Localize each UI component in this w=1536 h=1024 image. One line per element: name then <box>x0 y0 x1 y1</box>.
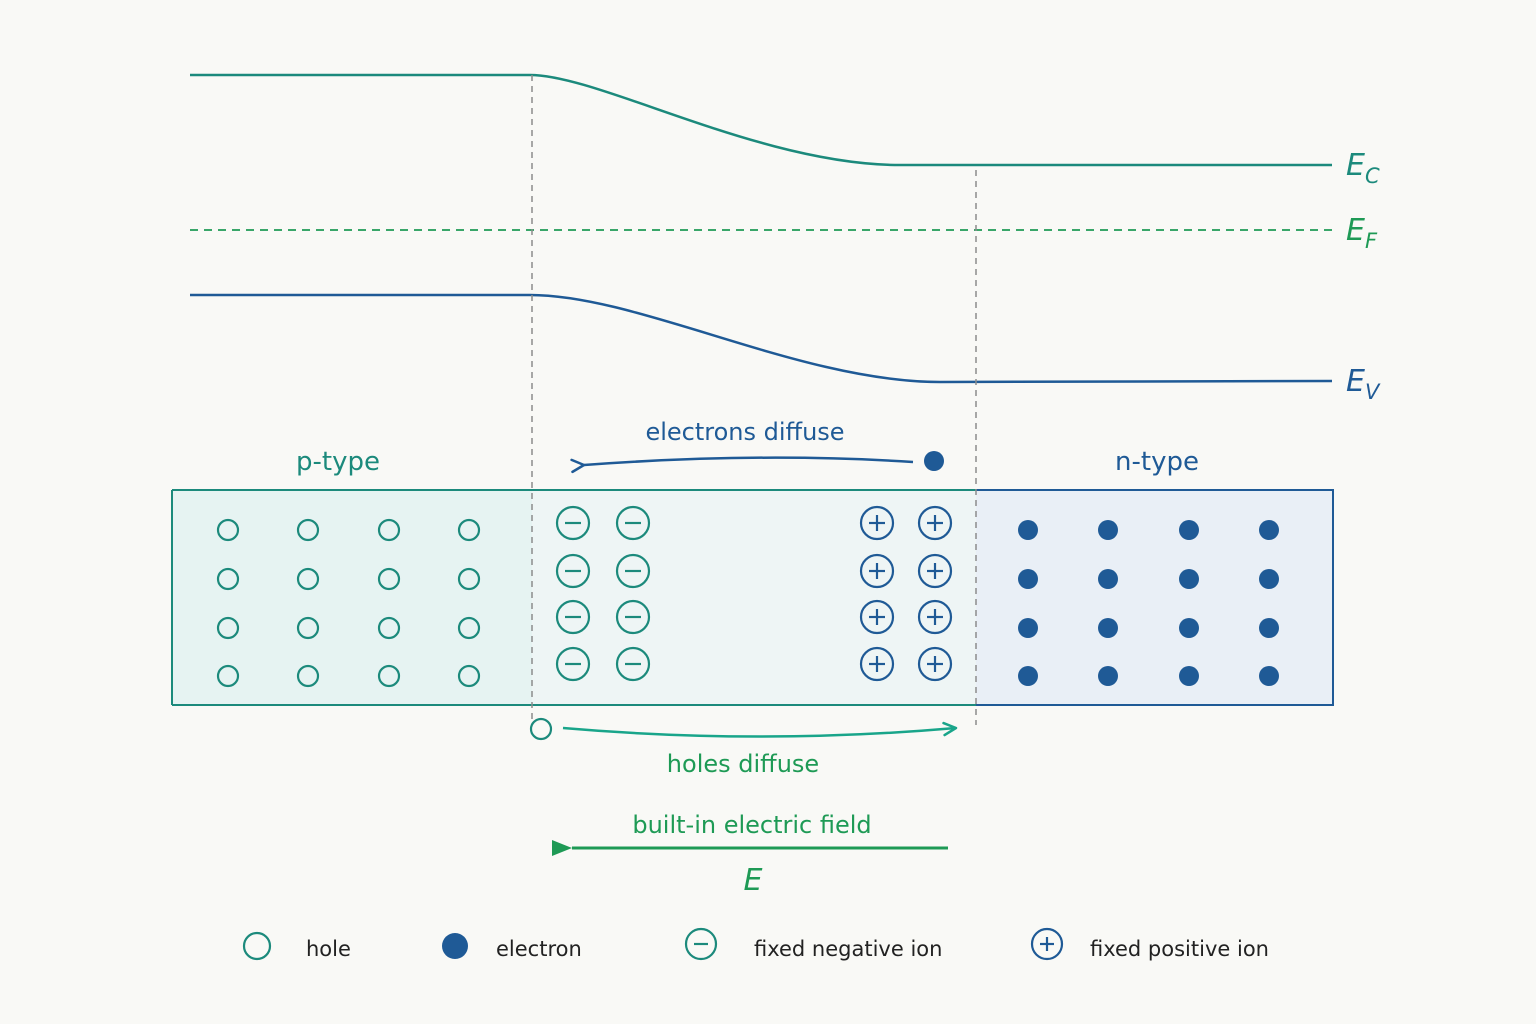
legend-hole-label: hole <box>306 937 351 961</box>
hole-icon <box>457 664 481 688</box>
p-region <box>172 490 532 705</box>
negative-ion-icon <box>555 599 591 635</box>
electron-icon <box>1179 618 1199 638</box>
positive-ion-icon <box>859 599 895 635</box>
positive-ion-icon <box>859 553 895 589</box>
hole-icon <box>296 664 320 688</box>
positive-ion-icon <box>859 646 895 682</box>
hole-icon <box>216 518 240 542</box>
hole-icon <box>377 616 401 640</box>
electron-icon <box>1018 618 1038 638</box>
p-region-holes <box>216 518 481 688</box>
negative-ion-icon <box>615 505 651 541</box>
field-symbol: E <box>744 863 763 898</box>
hole-icon <box>457 567 481 591</box>
hole-icon <box>377 518 401 542</box>
electrons-diffuse-arrow <box>570 456 914 474</box>
n-region-border <box>976 489 1334 706</box>
electron-icon <box>1098 520 1118 540</box>
diffusing-electron-icon <box>924 451 944 471</box>
hole-icon <box>296 567 320 591</box>
electron-icon <box>1259 520 1279 540</box>
p-type-label: p-type <box>296 447 380 477</box>
plus-circle-icon <box>1030 927 1064 961</box>
positive-ion-icon <box>917 553 953 589</box>
electron-icon <box>1259 618 1279 638</box>
legend-electron-label: electron <box>496 937 582 961</box>
n-type-label: n-type <box>1115 447 1199 477</box>
electron-icon <box>1098 618 1118 638</box>
positive-ion-icon <box>917 646 953 682</box>
negative-ion-icon <box>555 553 591 589</box>
electron-icon <box>1179 666 1199 686</box>
electron-icon <box>1098 569 1118 589</box>
legend: hole electron fixed negative ion fixed p… <box>242 927 1269 961</box>
minus-circle-icon <box>684 927 718 961</box>
negative-ion-grid <box>555 505 651 682</box>
electron-icon <box>1179 520 1199 540</box>
valence-band-label: EV <box>1346 364 1381 404</box>
negative-ion-icon <box>555 505 591 541</box>
electron-icon <box>1018 666 1038 686</box>
electron-icon <box>1259 666 1279 686</box>
diffusing-hole-icon <box>529 717 553 741</box>
hole-icon <box>216 616 240 640</box>
hollow-circle-icon <box>242 931 272 961</box>
holes-diffuse-arrow <box>562 721 958 738</box>
electron-icon <box>1098 666 1118 686</box>
electron-icon <box>1018 520 1038 540</box>
negative-ion-icon <box>615 646 651 682</box>
hole-icon <box>457 616 481 640</box>
valence-band-line <box>190 293 1333 384</box>
depletion-region <box>532 490 976 705</box>
electron-icon <box>1179 569 1199 589</box>
electron-icon <box>1259 569 1279 589</box>
electron-icon <box>1018 569 1038 589</box>
fermi-level-label: EF <box>1346 213 1378 253</box>
positive-ion-icon <box>917 505 953 541</box>
filled-circle-icon <box>442 933 468 959</box>
hole-icon <box>296 616 320 640</box>
hole-icon <box>457 518 481 542</box>
negative-ion-icon <box>615 599 651 635</box>
negative-ion-icon <box>555 646 591 682</box>
hole-icon <box>377 664 401 688</box>
holes-diffuse-label: holes diffuse <box>667 750 819 778</box>
legend-negative-ion-label: fixed negative ion <box>754 937 942 961</box>
negative-ion-icon <box>615 553 651 589</box>
n-region-electrons <box>1018 520 1279 686</box>
legend-positive-ion-label: fixed positive ion <box>1090 937 1269 961</box>
conduction-band-label: EC <box>1346 148 1380 188</box>
positive-ion-icon <box>917 599 953 635</box>
hole-icon <box>377 567 401 591</box>
positive-ion-icon <box>859 505 895 541</box>
positive-ion-grid <box>859 505 953 682</box>
hole-icon <box>296 518 320 542</box>
hole-icon <box>216 567 240 591</box>
conduction-band-line <box>190 73 1332 167</box>
built-in-field-label: built-in electric field <box>632 811 871 839</box>
electrons-diffuse-label: electrons diffuse <box>645 418 844 446</box>
hole-icon <box>216 664 240 688</box>
